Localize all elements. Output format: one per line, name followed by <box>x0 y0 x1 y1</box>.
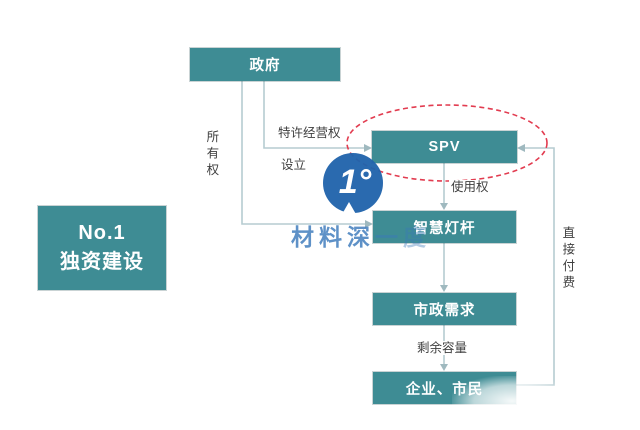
label-direct-payment: 直接付费 <box>560 226 575 292</box>
node-smart-pole: 智慧灯杆 <box>373 211 516 243</box>
title-line2: 独资建设 <box>60 251 144 273</box>
watermark-logo-icon: 1° <box>323 153 383 216</box>
watermark-logo-notch <box>341 202 357 216</box>
watermark-brand-part3: 度 <box>403 224 431 250</box>
watermark-logo-text: 1° <box>338 162 372 201</box>
title-line1: No.1 <box>78 222 126 244</box>
arrowhead-surplus <box>440 364 448 371</box>
label-ownership: 所有权 <box>204 130 219 180</box>
watermark-brand-part1: 材料深 <box>291 224 375 250</box>
edge-franchise-line <box>263 81 364 149</box>
watermark-brand-text: 材料深一度 <box>291 218 431 252</box>
corner-smudge <box>452 376 572 426</box>
label-surplus-capacity: 剩余容量 <box>415 341 470 356</box>
edge-ownership-line <box>241 81 366 225</box>
arrowhead-pole-demand <box>440 285 448 292</box>
label-franchise: 特许经营权 <box>278 126 341 140</box>
label-establish: 设立 <box>281 158 307 172</box>
arrowhead-usage <box>440 203 448 210</box>
watermark-brand-part2: 一 <box>375 224 403 250</box>
arrowhead-ownership <box>365 220 373 228</box>
node-title-no1: No.1 独资建设 <box>38 206 166 290</box>
node-spv: SPV <box>372 131 517 163</box>
spv-highlight-ellipse <box>346 104 548 182</box>
label-usage-right: 使用权 <box>449 180 491 195</box>
node-government: 政府 <box>190 48 340 81</box>
arrowhead-franchise <box>364 144 372 152</box>
edge-payment-line <box>516 147 555 386</box>
node-municipal-demand: 市政需求 <box>373 293 516 325</box>
arrowhead-payment <box>517 144 525 152</box>
